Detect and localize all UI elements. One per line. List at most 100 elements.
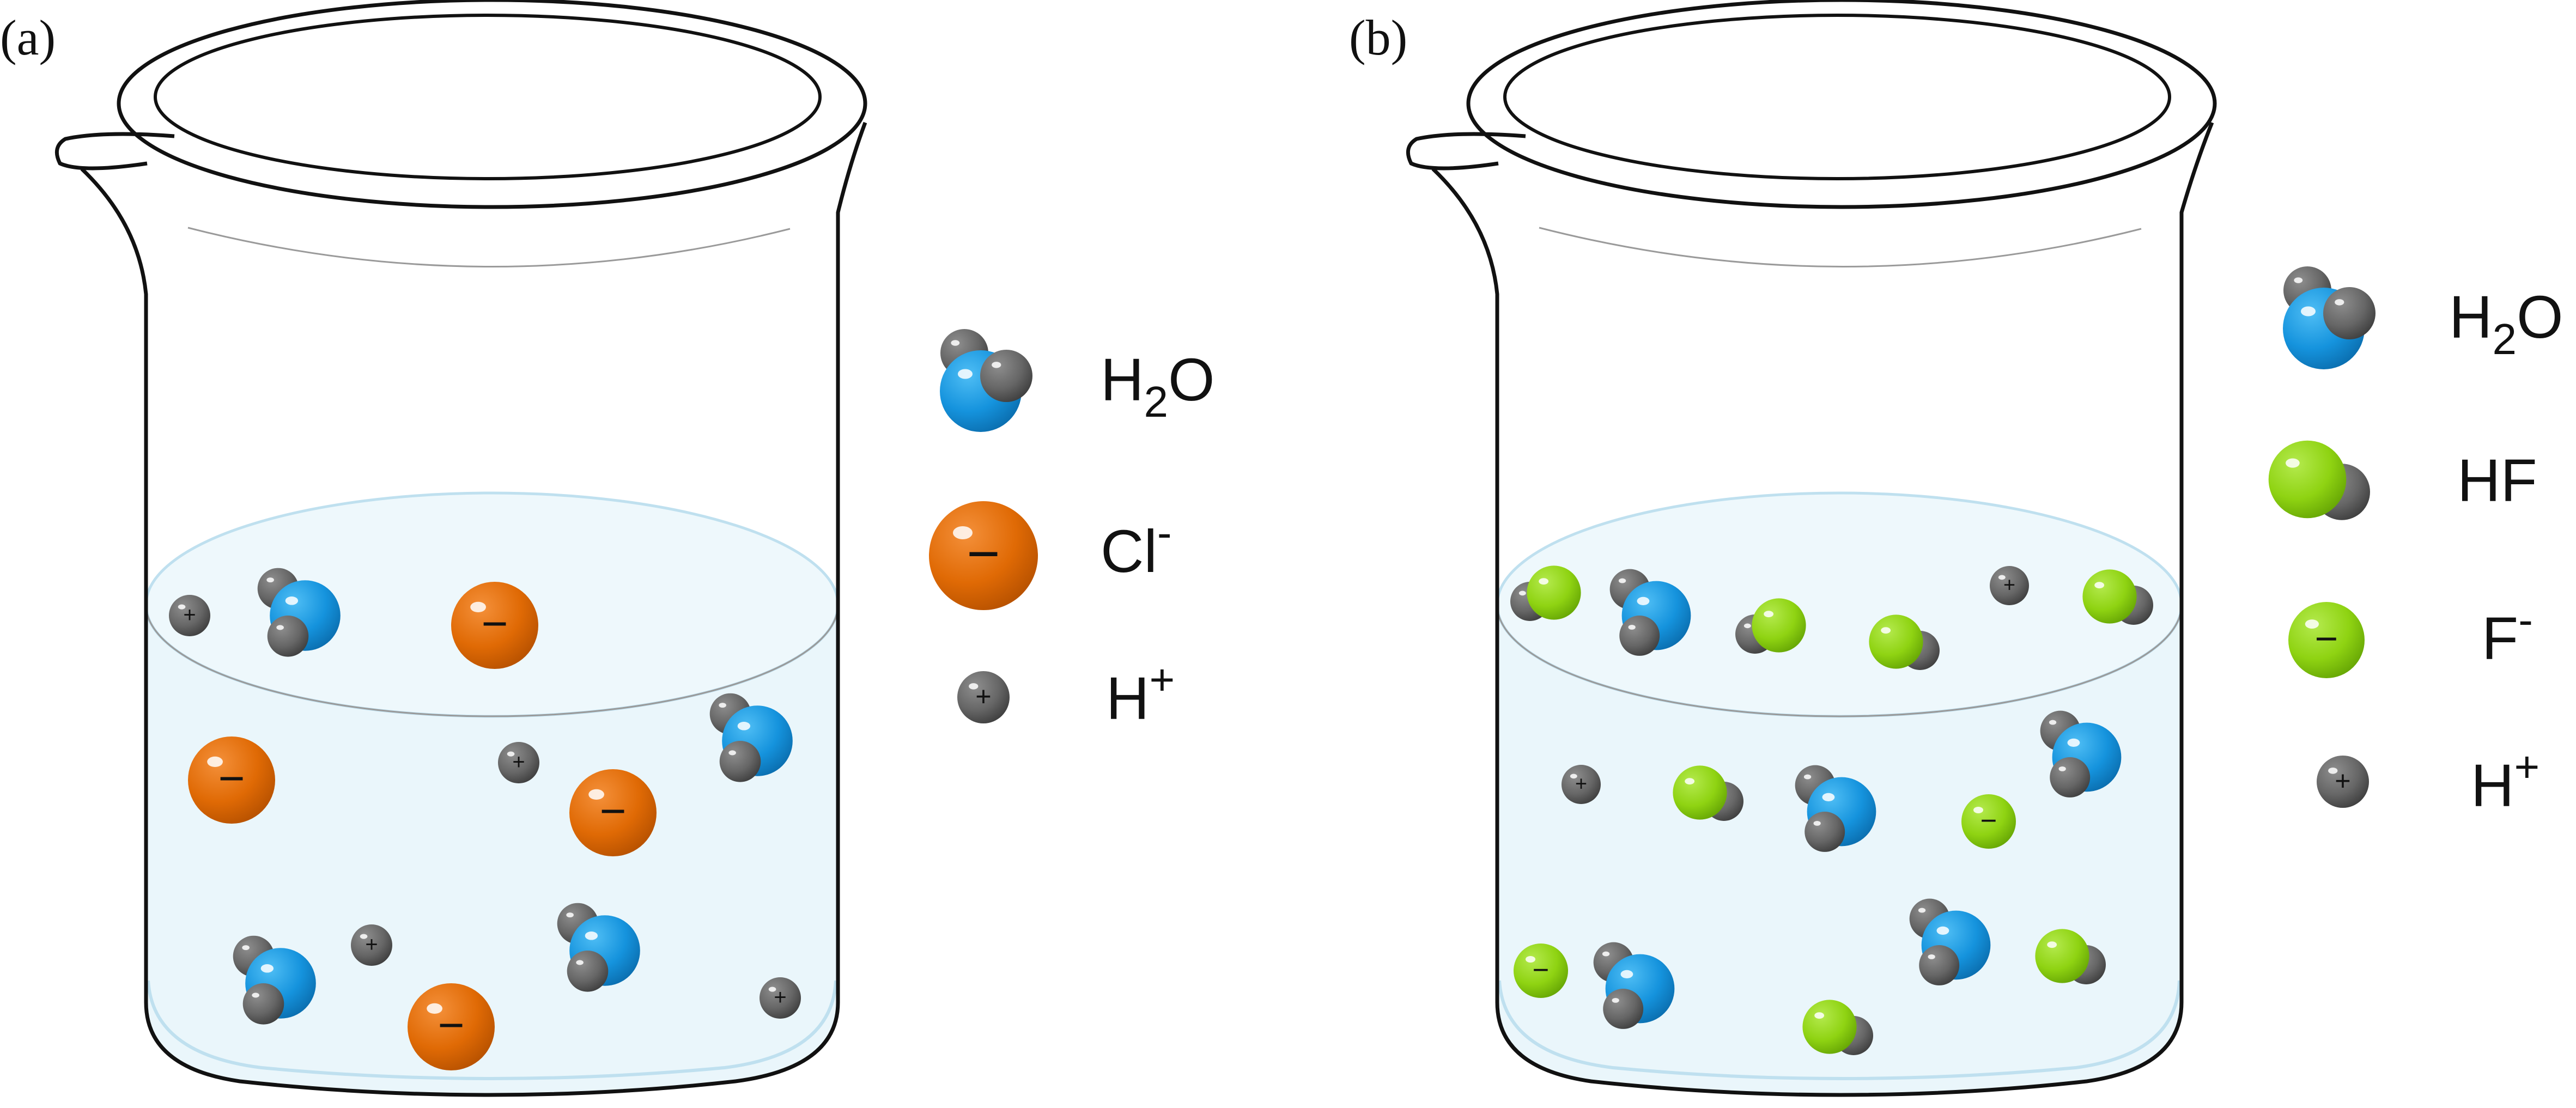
panel-b: (b) [1349,0,2217,1097]
legend-b-water-icon [2283,266,2375,369]
fluoride-ion-sphere-highlight [1973,807,1983,813]
fluoride-ion-sign: − [1980,805,1997,837]
hydrogen-ion-sign: + [774,985,786,1009]
hydrogen-atom [1805,812,1845,852]
beaker-b [1406,0,2217,1097]
hydrogen-ion-sphere-highlight [1570,774,1577,779]
beaker-b-liquid-surface-front [1496,604,2183,717]
chloride-ion: − [408,983,495,1070]
fluorine-atom [1673,765,1727,820]
hydrogen-atom-highlight [266,577,274,583]
oxygen-atom-highlight [1936,926,1949,935]
fluoride-ion: − [1514,943,1568,998]
hydrogen-atom-highlight [566,912,574,918]
fluorine-atom [1752,598,1806,653]
chloride-ion-sphere-highlight [207,756,223,767]
chloride-ion-sphere-highlight [588,789,604,800]
beaker-b-bottom-rim [1498,980,2181,1080]
hydrogen-atom-highlight [1612,998,1619,1003]
panel-a: (a) [0,0,867,1097]
hydrogen-ion-sign: + [512,750,525,774]
fluorine-atom [2035,929,2089,983]
hydrogen-ion-sphere-highlight [1998,575,2006,580]
hydrogen-atom-highlight [1813,821,1821,826]
hydrogen-atom-highlight [276,625,284,630]
legend-b-fluoride-icon: − [2288,602,2365,678]
beaker-a-liquid-surface-front [145,604,839,717]
chloride-ion: − [451,582,538,669]
beaker-a-bottom-rim [147,980,837,1080]
hydrogen-ion: + [169,595,210,636]
legend-a-chloride-icon-sign: − [967,522,1000,586]
hydrogen-atom-highlight [1803,774,1812,780]
hydrogen-ion-sign: + [2003,574,2015,597]
chloride-ion-sphere-highlight [427,1003,442,1014]
chloride-ion: − [188,736,275,824]
panel-a-label: (a) [0,10,56,65]
fluoride-ion-sphere-highlight [1526,956,1535,963]
oxygen-atom-highlight [737,722,751,730]
hydrogen-atom [242,983,284,1025]
fluorine-atom [1869,614,1923,669]
fluoride-ion-sign: − [1533,954,1550,986]
beaker-b-left-wall [1431,121,2214,1097]
legend-b-hf-label: HF [2457,447,2537,514]
legend-b-fluoride-icon-sphere-highlight [2305,619,2319,629]
hf-molecule [1673,765,1743,821]
hydrogen-ion-sign: + [1575,773,1587,796]
legend-a-proton-icon-sphere-highlight [969,683,979,690]
hf-molecule [1735,598,1806,654]
fluorine-atom [1802,1000,1857,1054]
hydrogen-atom-highlight [1928,954,1935,959]
legend-b-proton-label: H+ [2471,742,2539,819]
hydrogen-atom [1619,616,1660,656]
hydrogen-atom [980,350,1032,402]
beaker-a-liquid [146,605,838,1095]
hf-molecule [1869,614,1940,670]
hydrogen-atom [2323,287,2375,339]
hydrogen-atom-highlight [2049,720,2057,725]
legend-a-water-label: H2O [1101,346,1215,426]
hydrogen-atom-highlight [728,750,736,756]
legend-a-proton-icon: + [957,671,1010,723]
oxygen-atom-highlight [260,964,274,973]
legend-b-hf-icon [2268,440,2370,520]
chloride-ion-sign: − [599,786,626,837]
hydrogen-atom-highlight [576,960,584,965]
fluorine-atom [2268,440,2347,519]
hydrogen-atom-highlight [1743,623,1751,629]
beaker-b-rim-inner [1503,14,2171,180]
chloride-ion-sphere-highlight [470,601,486,612]
hydrogen-atom [1919,945,1960,985]
hydrogen-ion-sign: + [365,933,378,957]
legend-b-proton-icon-sphere-highlight [2328,768,2338,774]
water-molecule [1609,569,1691,656]
hydrogen-atom-highlight [2335,299,2344,306]
chloride-ion: − [569,769,657,856]
beaker-a-left-wall [80,121,867,1097]
fluorine-atom-highlight [1764,611,1774,618]
hydrogen-ion-sign: + [183,603,196,627]
beaker-b-spout [1406,132,1526,171]
hydrogen-atom-highlight [1918,908,1926,913]
oxygen-atom-highlight [285,596,299,605]
hydrogen-atom-highlight [1602,951,1610,957]
legend-a-chloride-label: Cl- [1101,508,1172,585]
oxygen-atom-highlight [1620,970,1633,978]
molecules-layer: − − − − + + + + − − + + [169,565,2153,1070]
legend-icons-layer: − + − + [929,266,2375,808]
legend-a-proton-label: H+ [1106,655,1175,732]
hydrogen-atom [267,616,309,657]
fluorine-atom [1527,565,1581,620]
water-molecule [557,903,640,992]
hf-molecule [2035,929,2106,984]
beaker-a-glare [187,227,791,267]
water-molecule [1909,898,1991,985]
oxygen-atom-highlight [2301,306,2316,316]
beaker-a-rim-outer [117,0,867,209]
water-molecule [257,568,341,657]
hydrogen-ion-sphere-highlight [360,934,368,939]
hydrogen-atom [567,951,609,992]
hydrogen-atom-highlight [719,703,726,708]
hydrogen-ion-sphere-highlight [768,987,776,992]
